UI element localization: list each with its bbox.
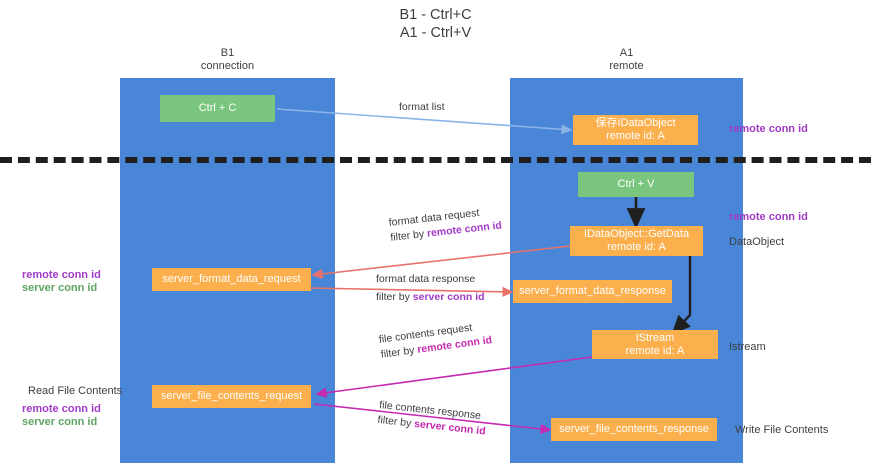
box-idataobject-getdata[interactable]: IDataObject::GetData remote id: A xyxy=(570,226,703,256)
left-label-remote-conn-id-bottom: remote conn id xyxy=(22,403,101,415)
filter-prefix: filter by xyxy=(376,413,415,430)
filter-prefix: filter by xyxy=(376,291,413,303)
box-server-format-data-request[interactable]: server_format_data_request xyxy=(152,268,311,291)
box-ctrl-v[interactable]: Ctrl + V xyxy=(578,172,694,197)
filter-prefix: filter by xyxy=(389,227,428,244)
right-label-write-file-contents: Write File Contents xyxy=(735,424,829,436)
diagram-title: B1 - Ctrl+C A1 - Ctrl+V xyxy=(399,7,472,41)
left-label-server-conn-id-mid: server conn id xyxy=(22,282,98,294)
left-label-read-file-contents: Read File Contents xyxy=(28,385,123,397)
right-label-remote-conn-id-top: remote conn id xyxy=(729,123,808,135)
box-server-file-contents-request[interactable]: server_file_contents_request xyxy=(152,385,311,408)
right-label-istream: Istream xyxy=(729,341,766,353)
box-server-file-contents-response[interactable]: server_file_contents_response xyxy=(551,418,717,441)
edge-label-file-contents-request: file contents request filter by remote c… xyxy=(378,318,493,363)
edge-label-format-data-response: format data response filter by server co… xyxy=(376,272,485,305)
edge-label-format-data-response-line2: filter by server conn id xyxy=(376,290,485,305)
box-ctrl-c[interactable]: Ctrl + C xyxy=(160,95,275,122)
column-header-b1: B1 connection xyxy=(200,47,255,72)
edge-label-file-contents-response: file contents response filter by server … xyxy=(377,398,488,440)
edge-label-format-list: format list xyxy=(399,101,445,113)
box-save-idataobject[interactable]: 保存IDataObject remote id: A xyxy=(573,115,698,145)
box-server-format-data-response[interactable]: server_format_data_response xyxy=(513,280,672,303)
left-label-server-conn-id-bottom: server conn id xyxy=(22,416,98,428)
right-label-dataobject: DataObject xyxy=(729,236,785,248)
edge-label-format-data-request: format data request filter by remote con… xyxy=(388,204,503,246)
edge-label-format-data-response-line1: format data response xyxy=(376,273,476,285)
phase-separator xyxy=(0,157,871,163)
filter-key-server-conn-id: server conn id xyxy=(412,291,485,303)
right-label-remote-conn-id-mid: remote conn id xyxy=(729,211,808,223)
left-label-remote-conn-id-mid: remote conn id xyxy=(22,269,101,281)
box-istream[interactable]: IStream remote id: A xyxy=(592,330,718,359)
column-header-a1: A1 remote xyxy=(609,47,644,72)
filter-prefix: filter by xyxy=(380,343,419,361)
